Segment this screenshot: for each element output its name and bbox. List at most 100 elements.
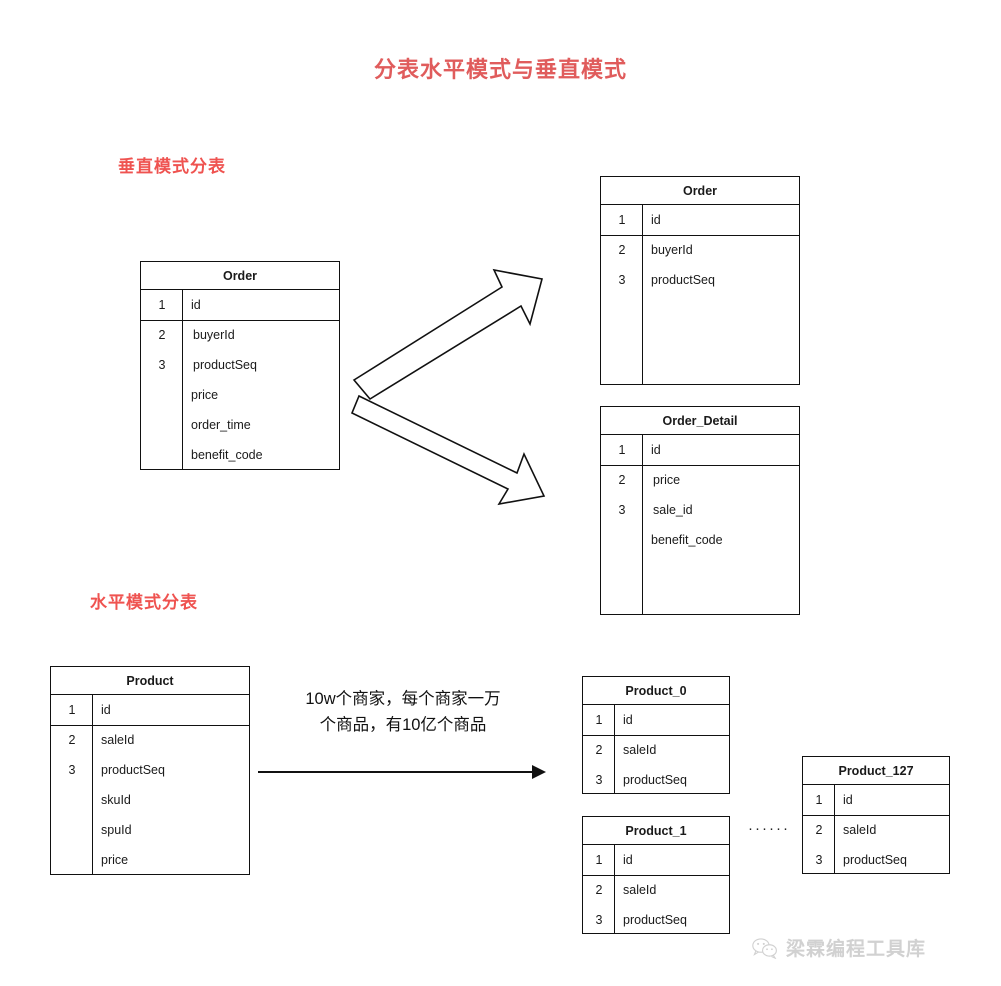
row-field: sale_id [653, 503, 693, 517]
row-number: 3 [595, 913, 603, 927]
row-separator [141, 320, 339, 321]
section-label-horizontal: 水平模式分表 [90, 593, 198, 612]
horizontal-flow-arrow [258, 765, 546, 779]
table-row: 3 productSeq [51, 755, 249, 785]
table-row: order_time [141, 410, 339, 440]
row-number: 3 [595, 773, 603, 787]
row-field: id [623, 713, 633, 727]
table-row: skuId [51, 785, 249, 815]
row-field: productSeq [843, 853, 907, 867]
row-number: 3 [618, 273, 626, 287]
table-number-column [583, 845, 615, 933]
row-separator [51, 725, 249, 726]
wechat-icon [752, 937, 777, 959]
table-order-source: Order 1 id 2 buyerId 3 productSeq price [140, 261, 340, 470]
arrow-right-icon [532, 765, 546, 779]
row-field: saleId [623, 743, 657, 757]
table-header-title: Order [601, 177, 799, 205]
table-body: 1 id 2 buyerId 3 productSeq [601, 205, 799, 384]
row-number: 2 [68, 733, 76, 747]
annotation-line-2: 个商品，有10亿个商品 [319, 716, 487, 734]
table-row: 1 id [583, 705, 729, 735]
table-row: 3 productSeq [803, 845, 949, 875]
row-field: buyerId [651, 243, 693, 257]
table-row: benefit_code [601, 525, 799, 555]
row-separator [583, 875, 729, 876]
row-separator [583, 735, 729, 736]
table-product-source: Product 1 id 2 saleId 3 productSeq skuId [50, 666, 250, 875]
table-row: spuId [51, 815, 249, 845]
row-number: 2 [158, 328, 166, 342]
shard-ellipsis: ······ [748, 820, 790, 837]
row-field: id [101, 703, 111, 717]
arrow-down-right-icon [350, 394, 546, 506]
row-number: 3 [68, 763, 76, 777]
row-separator [803, 815, 949, 816]
row-number: 2 [595, 883, 603, 897]
table-row: 3 sale_id [601, 495, 799, 525]
table-number-column [51, 695, 93, 874]
row-field: spuId [101, 823, 132, 837]
row-number: 3 [815, 853, 823, 867]
row-field: id [843, 793, 853, 807]
row-field: id [191, 298, 201, 312]
table-order-split: Order 1 id 2 buyerId 3 productSeq [600, 176, 800, 385]
table-row: 3 productSeq [141, 350, 339, 380]
row-separator [601, 465, 799, 466]
table-number-column [141, 290, 183, 469]
table-body: 1 id 2 saleId 3 productSeq [583, 845, 729, 933]
table-product-shard-127: Product_127 1 id 2 saleId 3 productSeq [802, 756, 950, 874]
table-body: 1 id 2 buyerId 3 productSeq price order_… [141, 290, 339, 469]
table-row: 3 productSeq [583, 765, 729, 795]
table-body: 1 id 2 saleId 3 productSeq skuId spuId [51, 695, 249, 874]
table-row: benefit_code [141, 440, 339, 470]
shard-annotation: 10w个商家，每个商家一万 个商品，有10亿个商品 [258, 686, 548, 738]
table-row: 1 id [583, 845, 729, 875]
split-arrows [350, 268, 546, 506]
table-body: 1 id 2 saleId 3 productSeq [583, 705, 729, 793]
table-row: price [51, 845, 249, 875]
row-number: 1 [618, 443, 626, 457]
row-number: 1 [815, 793, 823, 807]
table-row: 2 buyerId [141, 320, 339, 350]
watermark: 梁霖编程工具库 [752, 934, 926, 961]
row-field: price [101, 853, 129, 867]
row-separator [601, 235, 799, 236]
table-row: 2 saleId [51, 725, 249, 755]
row-field: productSeq [651, 273, 715, 287]
row-field: id [651, 213, 661, 227]
table-row: 2 saleId [583, 735, 729, 765]
row-number: 1 [68, 703, 76, 717]
row-number: 3 [618, 503, 626, 517]
arrow-up-right-icon [352, 268, 543, 401]
table-row: price [141, 380, 339, 410]
row-number: 2 [595, 743, 603, 757]
row-field: saleId [843, 823, 877, 837]
row-field: order_time [191, 418, 251, 432]
table-row: 3 productSeq [583, 905, 729, 935]
table-product-shard-1: Product_1 1 id 2 saleId 3 productSeq [582, 816, 730, 934]
table-order-detail: Order_Detail 1 id 2 price 3 sale_id bene… [600, 406, 800, 615]
row-field: skuId [101, 793, 131, 807]
table-number-column [601, 435, 643, 614]
row-field: productSeq [623, 773, 687, 787]
table-number-column [803, 785, 835, 873]
row-number: 1 [618, 213, 626, 227]
table-row: 2 price [601, 465, 799, 495]
table-row: 1 id [141, 290, 339, 320]
table-row: 1 id [601, 205, 799, 235]
table-body: 1 id 2 saleId 3 productSeq [803, 785, 949, 873]
table-header-title: Order_Detail [601, 407, 799, 435]
row-number: 1 [595, 713, 603, 727]
table-row: 1 id [803, 785, 949, 815]
watermark-text: 梁霖编程工具库 [786, 939, 927, 960]
page-title: 分表水平模式与垂直模式 [373, 57, 627, 82]
row-field: productSeq [623, 913, 687, 927]
table-header-title: Order [141, 262, 339, 290]
annotation-line-1: 10w个商家，每个商家一万 [305, 690, 501, 708]
table-header-title: Product_1 [583, 817, 729, 845]
section-label-vertical: 垂直模式分表 [118, 157, 226, 176]
row-field: saleId [101, 733, 135, 747]
table-row: 3 productSeq [601, 265, 799, 295]
table-header-title: Product_127 [803, 757, 949, 785]
